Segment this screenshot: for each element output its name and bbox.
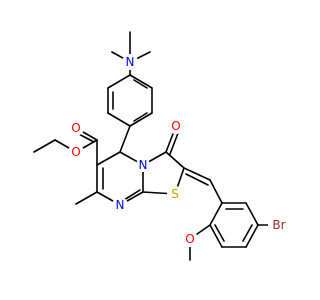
imine-ring-nitrogen: N (112, 197, 128, 213)
amine-nitrogen: N (122, 54, 138, 70)
ketone-oxygen-label: O (171, 119, 180, 133)
ring-sulfur: S (167, 186, 183, 202)
atom-labels: N O O O N N S Br (68, 54, 290, 247)
ketone-oxygen: O (168, 118, 184, 134)
ester-carbonyl-oxygen-label: O (71, 121, 80, 135)
amine-nitrogen-label: N (126, 55, 135, 69)
imine-ring-nitrogen-label: N (116, 198, 125, 212)
structure-canvas: N O O O N N S Br (33, 31, 290, 261)
ester-ether-oxygen: O (68, 144, 84, 160)
ester-ether-oxygen-label: O (71, 145, 80, 159)
molecule-diagram: N O O O N N S Br (33, 31, 290, 261)
methoxy-oxygen-label: O (185, 232, 194, 246)
bromine: Br (268, 217, 290, 233)
fused-ring-nitrogen: N (136, 158, 150, 172)
methoxy-oxygen: O (182, 231, 198, 247)
bond-lines (33, 31, 271, 261)
ring-sulfur-label: S (171, 187, 179, 201)
bromine-label: Br (272, 218, 285, 232)
ester-carbonyl-oxygen: O (68, 120, 84, 136)
fused-ring-nitrogen-label: N (139, 158, 148, 172)
